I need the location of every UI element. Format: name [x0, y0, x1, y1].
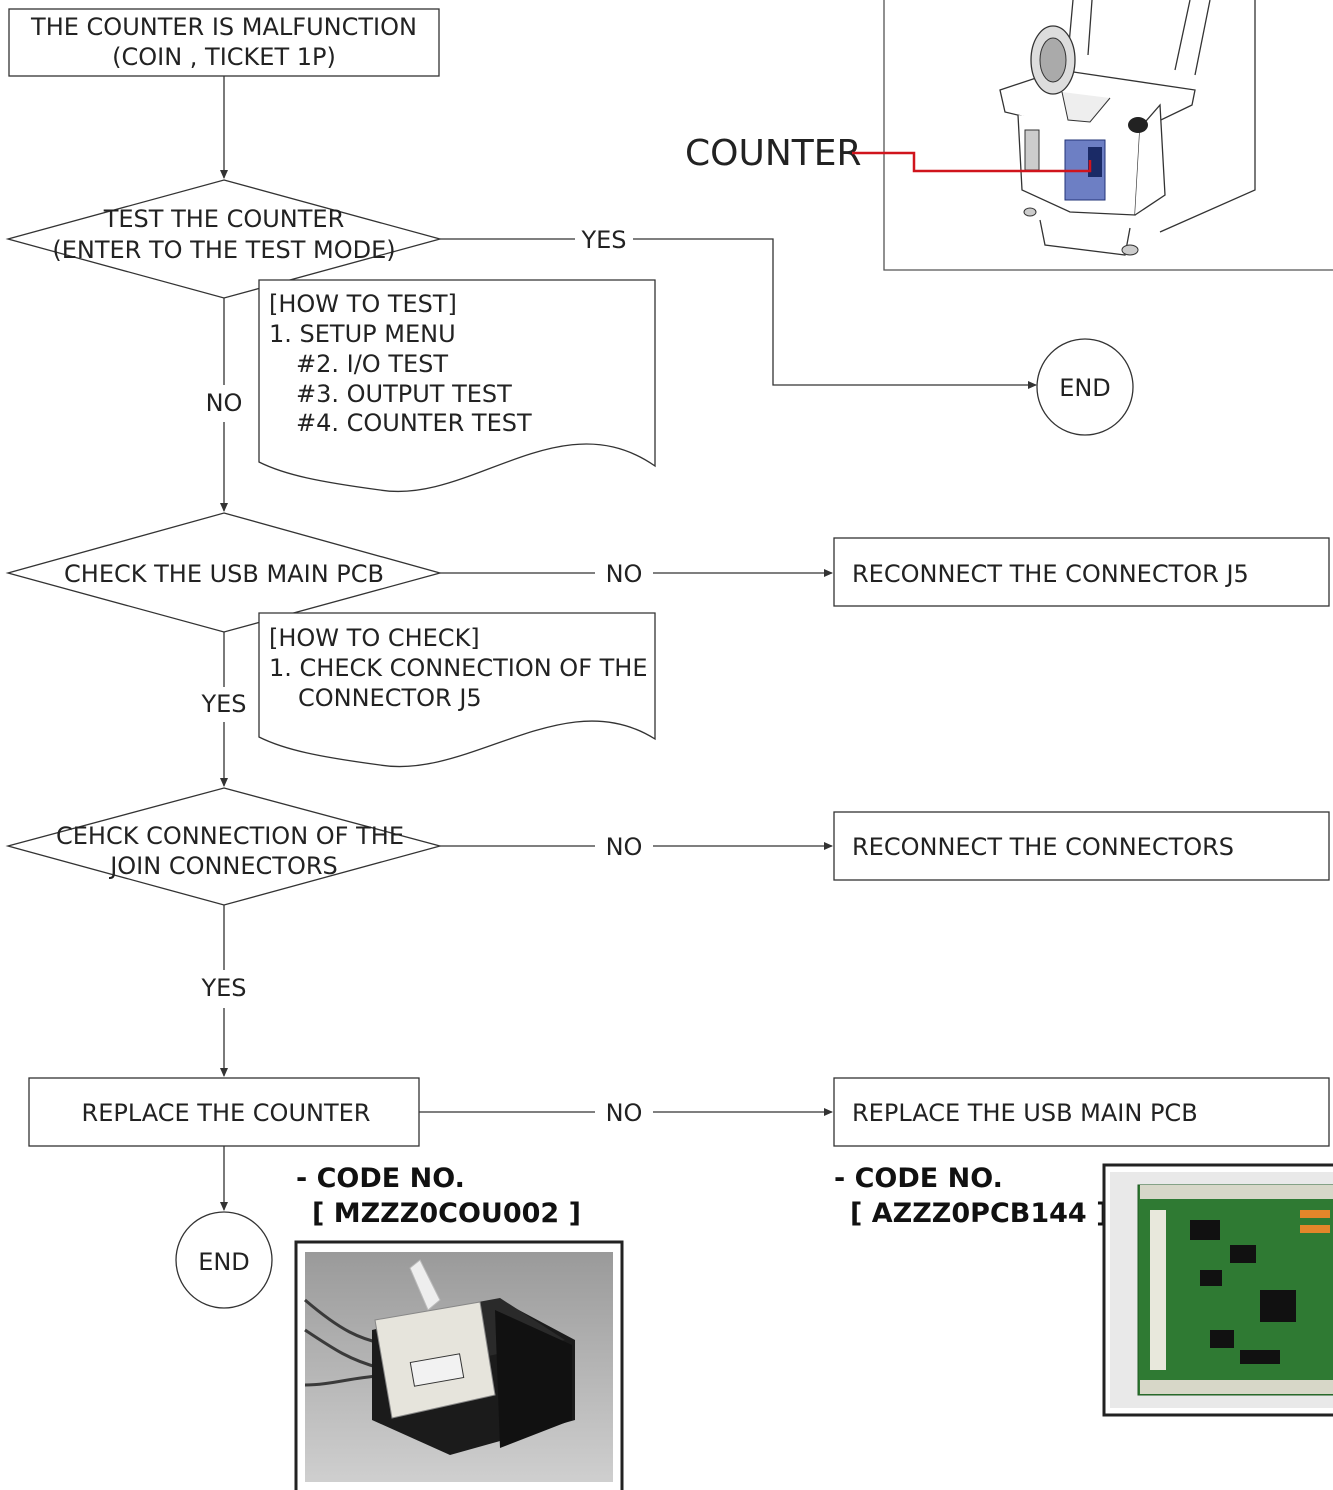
replace-no-label: NO	[606, 1099, 643, 1127]
end-label: END	[1059, 374, 1111, 402]
action-reconnect-text: RECONNECT THE CONNECTORS	[852, 833, 1234, 861]
note2-line-3: CONNECTOR J5	[298, 684, 482, 712]
counter-code-title: - CODE NO.	[296, 1163, 465, 1194]
start-line-2: (COIN , TICKET 1P)	[112, 43, 336, 71]
note1-line-5: #4. COUNTER TEST	[296, 409, 532, 437]
counter-callout-label: COUNTER	[685, 133, 862, 174]
counter-code-number: [ MZZZ0COU002 ]	[312, 1198, 581, 1229]
decision-check-join-connectors: CEHCK CONNECTION OF THE JOIN CONNECTORS	[8, 788, 440, 905]
decision2-yes-label: YES	[200, 690, 246, 718]
action-replace-pcb-text: REPLACE THE USB MAIN PCB	[852, 1099, 1198, 1127]
start-line-1: THE COUNTER IS MALFUNCTION	[30, 13, 417, 41]
note1-line-1: [HOW TO TEST]	[269, 290, 457, 318]
decision3-no-label: NO	[606, 833, 643, 861]
decision3-line-1: CEHCK CONNECTION OF THE	[56, 822, 404, 850]
start-box: THE COUNTER IS MALFUNCTION (COIN , TICKE…	[9, 9, 439, 76]
pcb-code-title: - CODE NO.	[834, 1163, 1003, 1194]
pcb-code-number: [ AZZZ0PCB144 ]	[850, 1198, 1108, 1229]
decision1-yes-label: YES	[580, 226, 626, 254]
note2-line-1: [HOW TO CHECK]	[269, 624, 480, 652]
decision1-line-1: TEST THE COUNTER	[103, 205, 345, 233]
note2-line-2: 1. CHECK CONNECTION OF THE	[269, 654, 648, 682]
note1-line-2: 1. SETUP MENU	[269, 320, 456, 348]
decision2-text: CHECK THE USB MAIN PCB	[64, 560, 384, 588]
note1-line-4: #3. OUTPUT TEST	[296, 380, 512, 408]
decision3-yes-label: YES	[200, 974, 246, 1002]
action-replace-counter: REPLACE THE COUNTER	[29, 1078, 419, 1146]
note1-line-3: #2. I/O TEST	[296, 350, 448, 378]
decision3-line-2: JOIN CONNECTORS	[108, 852, 338, 880]
how-to-check-note: [HOW TO CHECK] 1. CHECK CONNECTION OF TH…	[259, 613, 655, 767]
end-terminal: END	[1037, 339, 1133, 435]
action-replace-counter-text: REPLACE THE COUNTER	[82, 1099, 371, 1127]
decision2-no-label: NO	[606, 560, 643, 588]
action-replace-usb-pcb: REPLACE THE USB MAIN PCB	[834, 1078, 1329, 1146]
usb-main-pcb-photo	[1104, 1165, 1333, 1415]
machine-illustration	[884, 0, 1333, 270]
decision1-no-label: NO	[206, 389, 243, 417]
action-reconnect-j5-text: RECONNECT THE CONNECTOR J5	[852, 560, 1249, 588]
how-to-test-note: [HOW TO TEST] 1. SETUP MENU #2. I/O TEST…	[259, 280, 655, 491]
action-reconnect-j5: RECONNECT THE CONNECTOR J5	[834, 538, 1329, 606]
end2-label: END	[198, 1248, 250, 1276]
counter-photo	[296, 1242, 622, 1490]
action-reconnect-connectors: RECONNECT THE CONNECTORS	[834, 812, 1329, 880]
decision1-line-2: (ENTER TO THE TEST MODE)	[52, 236, 395, 264]
flow-arrow	[633, 239, 1036, 385]
end-terminal-2: END	[176, 1212, 272, 1308]
